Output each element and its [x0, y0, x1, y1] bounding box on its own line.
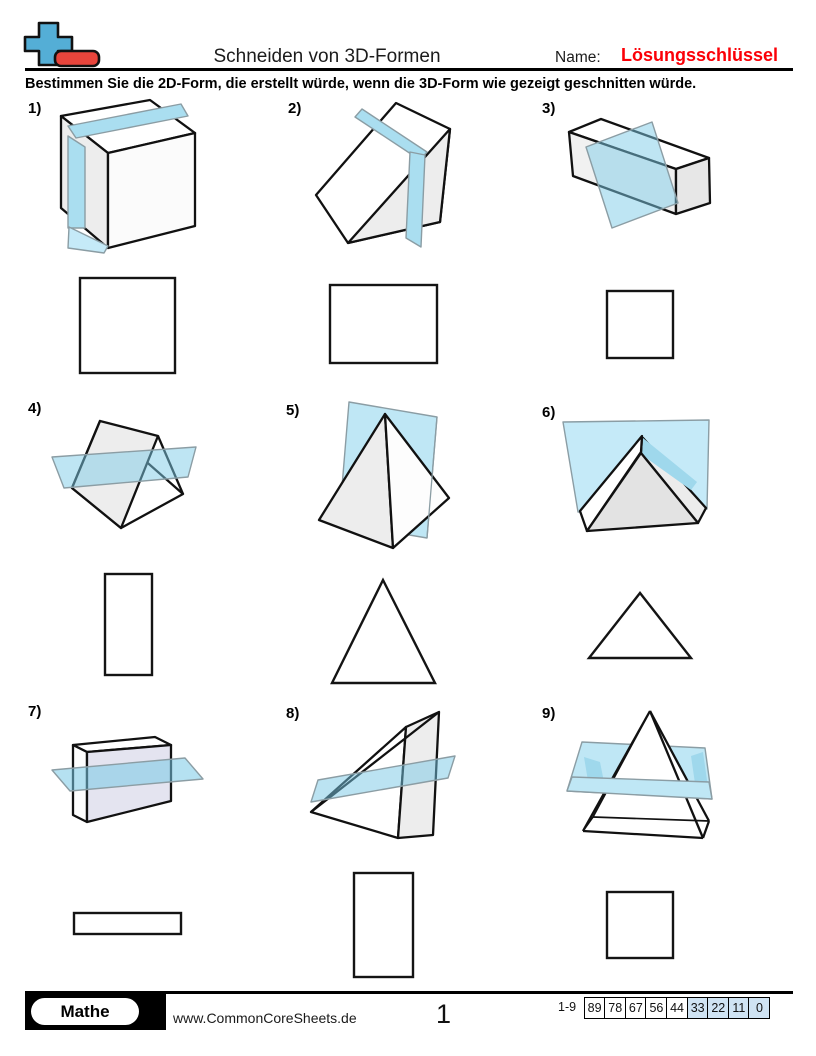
figure-cube-vertical-cut — [59, 98, 197, 375]
figure-wedge-horizontal-cut — [309, 710, 456, 979]
subject-badge: Mathe — [25, 994, 166, 1030]
website-link[interactable]: www.CommonCoreSheets.de — [173, 1010, 357, 1026]
page-title: Schneiden von 3D-Formen — [213, 46, 441, 67]
minus-icon — [53, 49, 101, 68]
footer-rule — [25, 991, 793, 994]
score-cell: 0 — [748, 997, 771, 1019]
problem-2-label: 2) — [288, 100, 302, 117]
score-cell: 44 — [666, 997, 689, 1019]
answer-shape-tall-rectangle — [103, 572, 154, 677]
problem-8-label: 8) — [286, 705, 300, 722]
answer-shape-triangle — [330, 577, 437, 685]
instruction-text: Bestimmen Sie die 2D-Form, die erstellt … — [25, 76, 697, 92]
answer-shape-square — [78, 276, 177, 375]
answer-shape-tall-rectangle — [352, 871, 415, 979]
problem-4-label: 4) — [28, 400, 42, 417]
subject-badge-label: Mathe — [31, 998, 139, 1025]
problem-3-label: 3) — [542, 100, 556, 117]
figure-tent-horizontal-cut — [51, 419, 197, 677]
answer-shape-square — [605, 289, 675, 360]
problem-6-label: 6) — [542, 404, 556, 421]
score-cell: 33 — [686, 997, 709, 1019]
name-label: Name: — [555, 49, 601, 66]
figure-slab-horizontal-cut — [51, 735, 204, 936]
figure-wedge-vertical-cut — [314, 101, 452, 365]
score-cell: 67 — [624, 997, 647, 1019]
answer-shape-thin-rectangle — [72, 911, 183, 936]
problem-9-label: 9) — [542, 705, 556, 722]
figure-box-perpendicular-cut — [567, 117, 712, 360]
score-cell: 78 — [604, 997, 627, 1019]
score-cell: 56 — [645, 997, 668, 1019]
commoncoresheets-logo — [23, 21, 101, 68]
figure-prism-parallel-cut — [562, 419, 710, 660]
score-cell: 22 — [707, 997, 730, 1019]
answer-key-label: Lösungsschlüssel — [621, 45, 779, 65]
answer-shape-square — [605, 890, 675, 960]
score-range-label: 1-9 — [558, 1000, 577, 1014]
answer-shape-rectangle — [328, 283, 439, 365]
problem-5-label: 5) — [286, 402, 300, 419]
header-rule — [25, 68, 793, 71]
problem-7-label: 7) — [28, 703, 42, 720]
figure-pyramid-vertical-cut — [317, 401, 451, 685]
figure-pyramid-horizontal-cut — [566, 710, 713, 960]
page-number: 1 — [436, 999, 452, 1029]
score-cell: 11 — [727, 997, 750, 1019]
problem-1-label: 1) — [28, 100, 42, 117]
score-cell: 89 — [583, 997, 606, 1019]
answer-shape-wide-triangle — [586, 591, 694, 660]
